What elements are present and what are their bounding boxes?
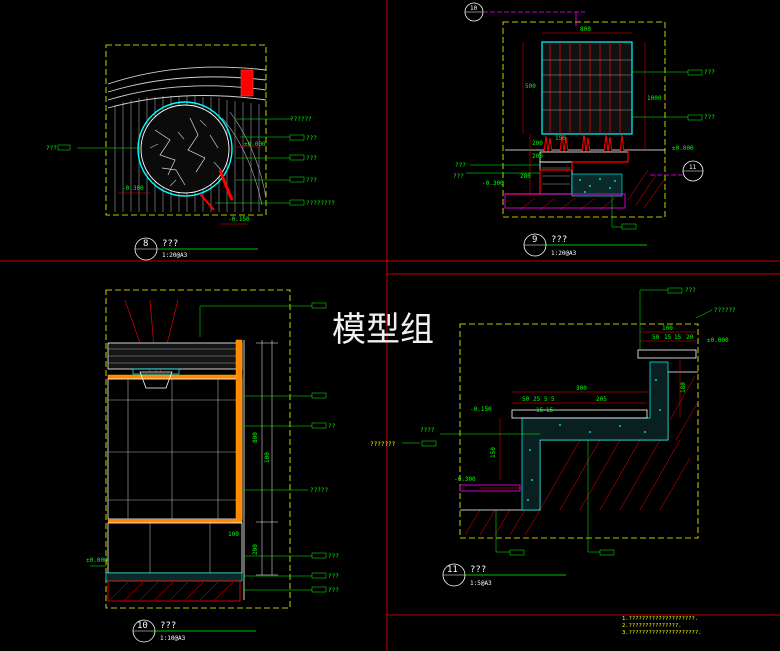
view10-label-4: ??? bbox=[328, 573, 339, 580]
view8-label-5: ???????? bbox=[306, 200, 335, 207]
view9-dim-3: 1000 bbox=[647, 95, 662, 102]
view10-dim-4: 200 bbox=[252, 544, 259, 555]
view11-dim-12: 180 bbox=[680, 382, 687, 393]
view11-level-1: ±0.000 bbox=[707, 337, 729, 344]
note-1: 1.????????????????????. bbox=[622, 616, 698, 622]
view11-dim-14: 15 bbox=[536, 407, 544, 414]
view11-dim-9: 5 bbox=[544, 396, 548, 403]
view9-title-block: 9 ??? 1:20@A3 bbox=[523, 233, 647, 257]
view10-level-1: ±0.000 bbox=[86, 557, 108, 564]
view10-title: ??? bbox=[160, 621, 176, 631]
view9-top-ref: 10 bbox=[470, 5, 478, 12]
view11-dim-4: 15 bbox=[674, 334, 682, 341]
view11-number: 11 bbox=[447, 565, 458, 575]
view10-label-5: ??? bbox=[328, 587, 339, 594]
view8-level-3: -0.150 bbox=[228, 216, 250, 223]
watermark: 模型组 bbox=[332, 311, 434, 349]
view9-number: 9 bbox=[532, 235, 537, 245]
view10-title-block: 10 ??? 1:10@A3 bbox=[132, 619, 256, 643]
view10-dim-1: 800 bbox=[252, 432, 259, 443]
view11-dim-10: 5 bbox=[551, 396, 555, 403]
view9-level-2: -0.300 bbox=[482, 180, 504, 187]
view8-title-block: 8 ??? 1:20@A3 bbox=[134, 237, 258, 261]
view11-level-2: -0.150 bbox=[470, 406, 492, 413]
view9-label-1: ??? bbox=[704, 69, 715, 76]
view9-dim-7: 150 bbox=[555, 135, 566, 142]
view11-dim-7: 50 bbox=[522, 396, 530, 403]
view9-scale: 1:20@A3 bbox=[551, 250, 577, 257]
view11-title: ??? bbox=[470, 565, 486, 575]
view8-level-1: ±0.000 bbox=[244, 141, 266, 148]
view11-dim-6: 300 bbox=[576, 385, 587, 392]
view-10-elevation: 800 100 100 200 ?? ????? ??? ??? ??? ±0.… bbox=[86, 289, 339, 643]
view10-label-3: ??? bbox=[328, 553, 339, 560]
view8-label-1: ?????? bbox=[290, 116, 312, 123]
view8-label-3: ??? bbox=[306, 155, 317, 162]
view10-number: 10 bbox=[137, 621, 148, 631]
view8-label-6: ??? bbox=[46, 145, 57, 152]
view11-dim-3: 15 bbox=[664, 334, 672, 341]
view11-scale: 1:5@A3 bbox=[470, 580, 492, 587]
note-3: 3.?????????????????????. bbox=[622, 630, 701, 636]
view9-dim-4: 200 bbox=[532, 140, 543, 147]
view9-label-4: ??? bbox=[453, 173, 464, 180]
view8-level-2: -0.300 bbox=[122, 185, 144, 192]
view11-dim-1: 100 bbox=[662, 325, 673, 332]
view9-side-ref: 11 bbox=[689, 164, 697, 171]
view11-dim-15: 15 bbox=[546, 407, 554, 414]
view10-dim-3: 100 bbox=[228, 531, 239, 538]
view-8-plan: ?????? ??? ??? ??? ???????? ??? ±0.000 -… bbox=[46, 44, 335, 261]
view8-scale: 1:20@A3 bbox=[162, 252, 188, 259]
view11-label-3: ???? bbox=[420, 427, 435, 434]
view10-label-1: ?? bbox=[328, 423, 336, 430]
view11-dim-11: 205 bbox=[596, 396, 607, 403]
view11-dim-13: 150 bbox=[490, 447, 497, 458]
view9-title: ??? bbox=[551, 235, 567, 245]
view11-title-block: 11 ??? 1:5@A3 bbox=[442, 563, 566, 587]
view8-label-2: ??? bbox=[306, 135, 317, 142]
note-2: 2.???????????????. bbox=[622, 623, 682, 629]
view11-label-1: ??? bbox=[685, 287, 696, 294]
view10-label-2: ????? bbox=[310, 487, 328, 494]
view10-scale: 1:10@A3 bbox=[160, 635, 186, 642]
view-11-detail: 100 50 15 15 20 300 50 25 5 5 205 180 15… bbox=[370, 287, 736, 636]
view11-label-2: ?????? bbox=[714, 307, 736, 314]
view8-label-4: ??? bbox=[306, 177, 317, 184]
view11-dim-5: 20 bbox=[686, 334, 694, 341]
view11-level-3: -0.300 bbox=[454, 476, 476, 483]
view9-dim-2: 500 bbox=[525, 83, 536, 90]
view11-label-4: ??????? bbox=[370, 441, 396, 448]
view9-dim-5: 200 bbox=[532, 153, 543, 160]
view9-dim-1: 800 bbox=[580, 26, 591, 33]
view8-title: ??? bbox=[162, 239, 178, 249]
view10-dim-2: 100 bbox=[264, 452, 271, 463]
view9-dim-6: 280 bbox=[520, 173, 531, 180]
view9-label-2: ??? bbox=[704, 114, 715, 121]
view9-level-1: ±0.000 bbox=[672, 145, 694, 152]
view9-label-3: ??? bbox=[455, 162, 466, 169]
view-9-section: 10 bbox=[453, 2, 715, 257]
view8-number: 8 bbox=[143, 239, 148, 249]
view11-dim-2: 50 bbox=[652, 334, 660, 341]
view11-dim-8: 25 bbox=[533, 396, 541, 403]
